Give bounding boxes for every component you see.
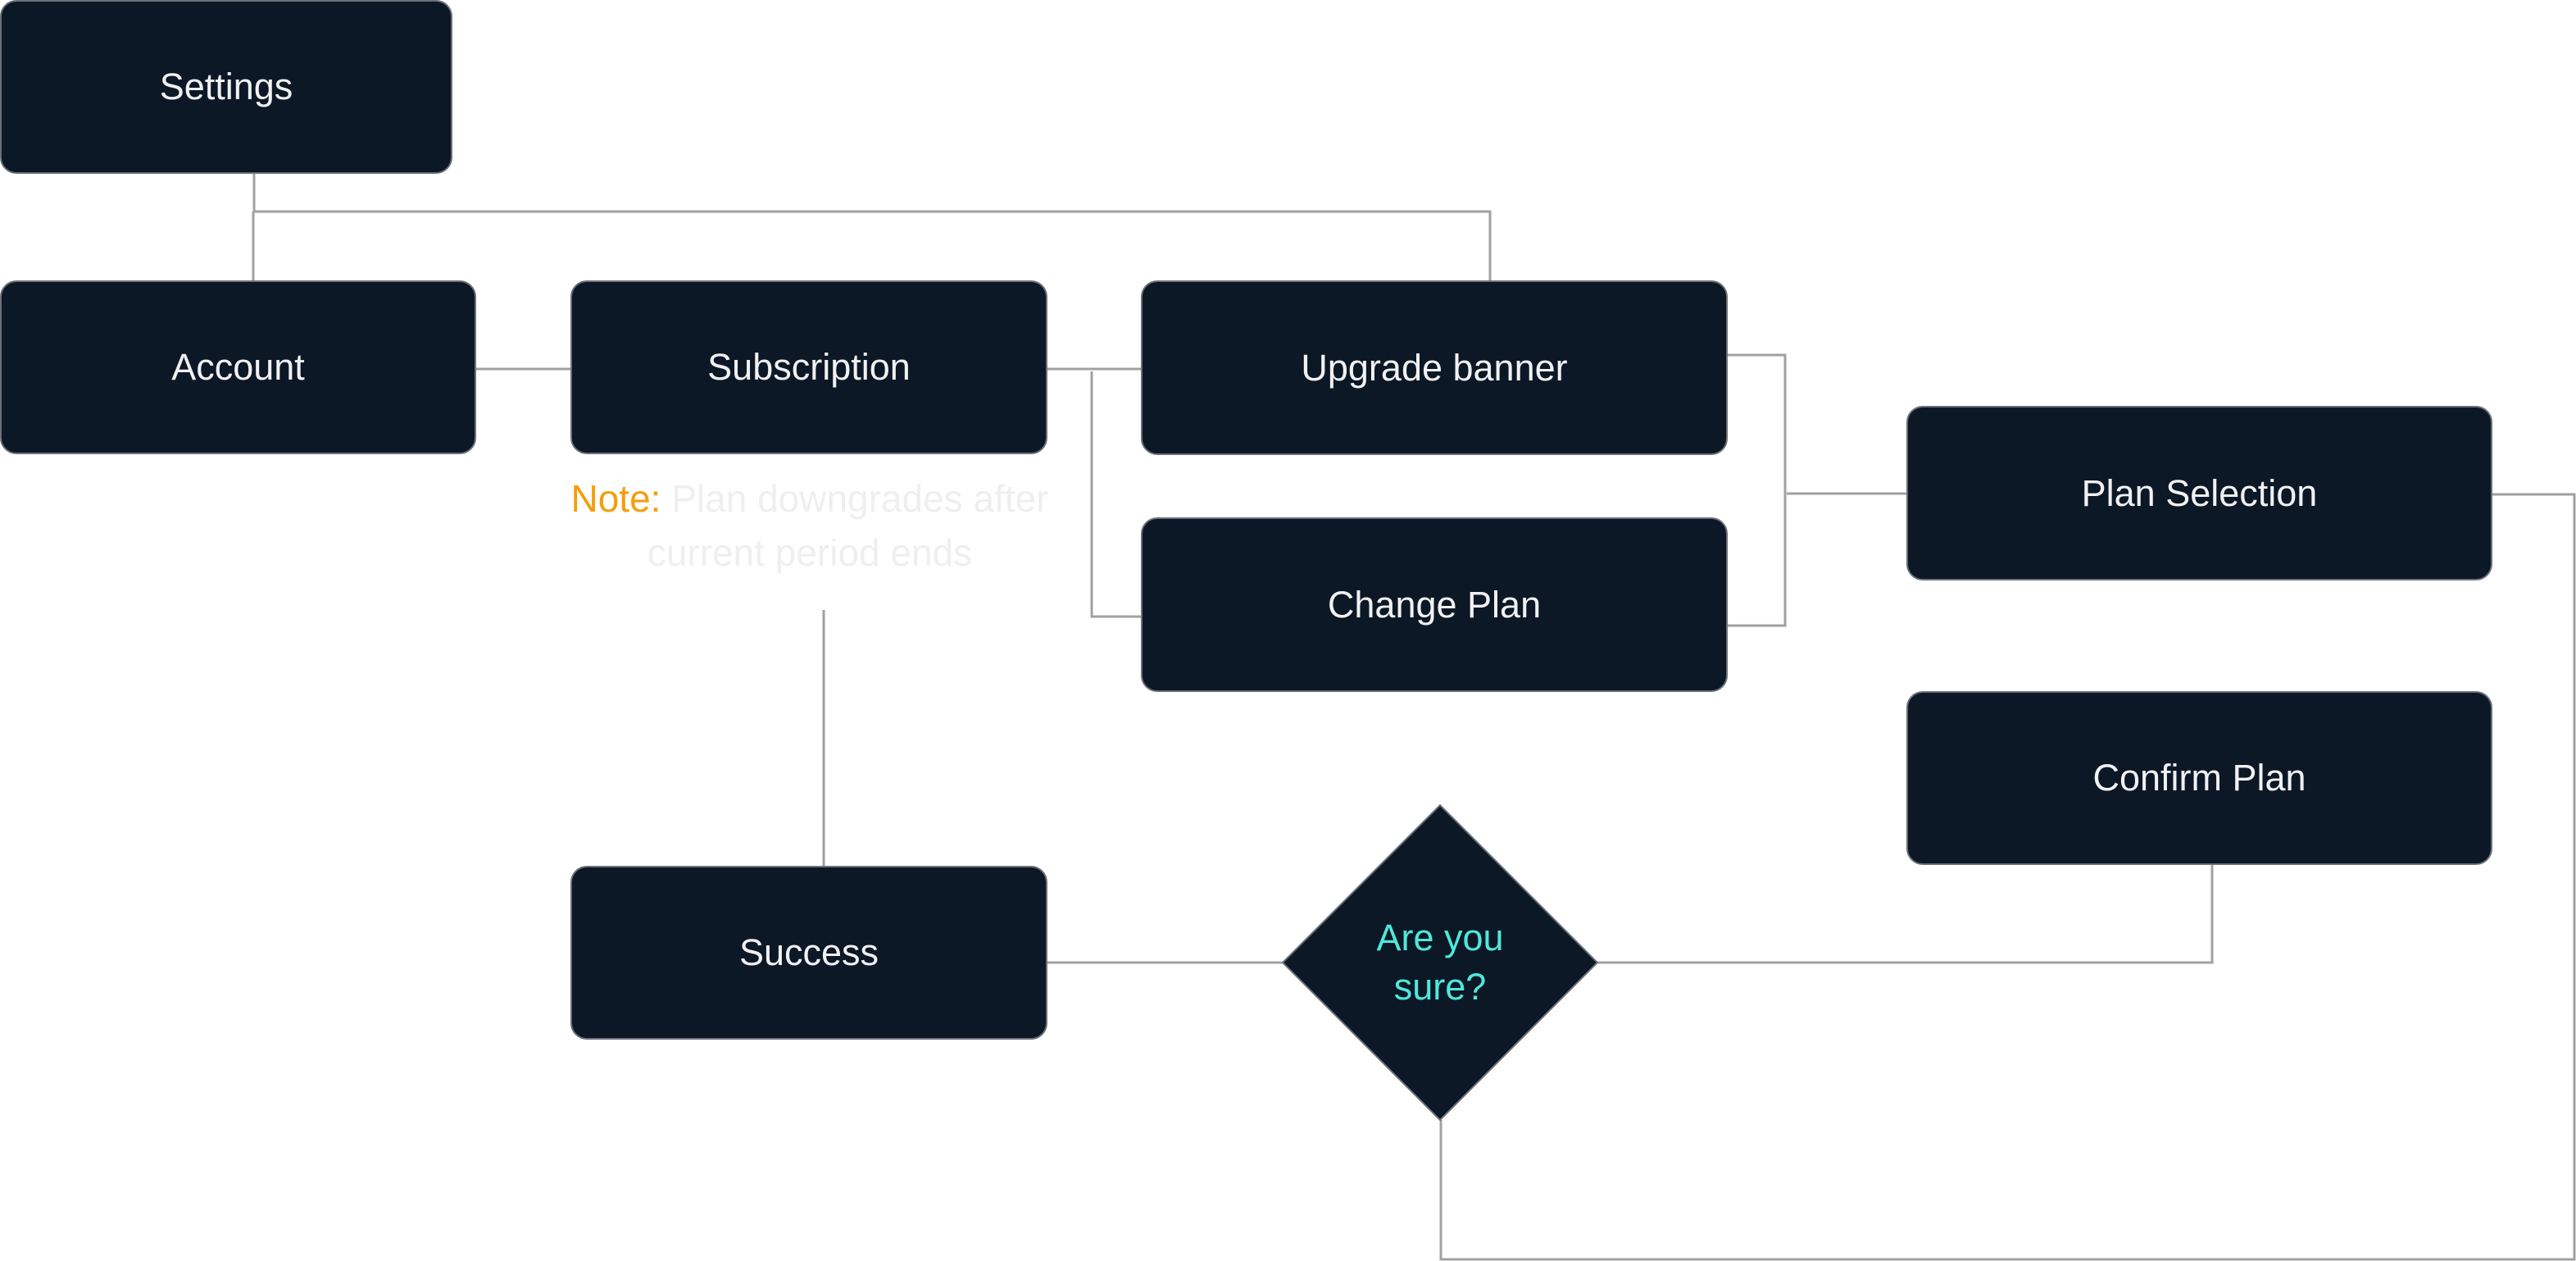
decision-are-you-sure[interactable]: Are you sure? (1281, 803, 1599, 1122)
node-success[interactable]: Success (570, 866, 1047, 1040)
edge-upgrade-banner-plan-selection (1727, 353, 1787, 627)
node-label: Plan Selection (2081, 471, 2318, 514)
node-subscription[interactable]: Subscription (570, 280, 1047, 454)
node-label: Settings (159, 66, 293, 107)
edge-settings-upgrade-banner (253, 210, 1492, 281)
node-label: Success (738, 931, 879, 973)
decision-label-line1: Are you (1376, 917, 1504, 958)
edge-plan-selection-decision (1439, 493, 2576, 1261)
edge-subscription-change-plan (1090, 371, 1142, 618)
node-upgrade-banner[interactable]: Upgrade banner (1141, 280, 1728, 455)
decision-label-line2: sure? (1393, 966, 1487, 1008)
decision-diamond-shape (1281, 803, 1599, 1122)
note-text: Plan downgrades after current period end… (647, 477, 1049, 574)
node-label: Confirm Plan (2092, 757, 2306, 799)
node-settings[interactable]: Settings (0, 0, 452, 174)
note-annotation: Note: Plan downgrades after current peri… (566, 471, 1054, 580)
edge-settings-account (252, 174, 256, 281)
edge-confirm-plan-decision (1597, 865, 2214, 964)
decision-label: Are you sure? (1282, 804, 1598, 1121)
node-account[interactable]: Account (0, 280, 476, 454)
node-label: Subscription (707, 346, 911, 388)
note-label: Note: (570, 477, 661, 520)
node-label: Account (171, 346, 305, 388)
node-label: Change Plan (1327, 583, 1542, 626)
node-label: Upgrade banner (1301, 346, 1568, 389)
node-change-plan[interactable]: Change Plan (1141, 517, 1728, 692)
node-confirm-plan[interactable]: Confirm Plan (1906, 691, 2492, 865)
node-plan-selection[interactable]: Plan Selection (1906, 406, 2492, 580)
